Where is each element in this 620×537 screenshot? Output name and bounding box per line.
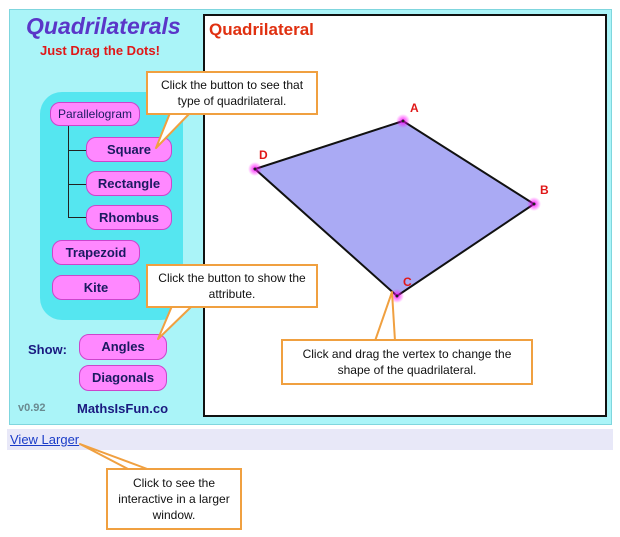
vertex-b-center [532, 202, 536, 206]
app-subtitle: Just Drag the Dots! [40, 43, 160, 58]
trapezoid-button[interactable]: Trapezoid [52, 240, 140, 265]
vertex-b[interactable]: B [527, 183, 549, 211]
rhombus-button[interactable]: Rhombus [86, 205, 172, 230]
callout-larger: Click to see the interactive in a larger… [106, 468, 242, 530]
angles-button[interactable]: Angles [79, 334, 167, 360]
vertex-a[interactable]: A [396, 101, 419, 128]
square-button[interactable]: Square [86, 137, 172, 162]
vertex-b-label: B [540, 183, 549, 197]
vertex-c-center [395, 294, 399, 298]
app-title: Quadrilaterals [26, 13, 181, 39]
brand-label: MathsIsFun.co [77, 401, 169, 416]
rectangle-button[interactable]: Rectangle [86, 171, 172, 196]
parallelogram-button[interactable]: Parallelogram [50, 102, 140, 126]
vertex-d-label: D [259, 148, 268, 162]
callout-attribute: Click the button to show the attribute. [146, 264, 318, 308]
link-bar: View Larger [7, 429, 613, 450]
view-larger-link[interactable]: View Larger [10, 432, 80, 447]
callout-buttons: Click the button to see that type of qua… [146, 71, 318, 115]
show-label: Show: [28, 342, 67, 357]
vertex-a-label: A [410, 101, 419, 115]
vertex-d[interactable]: D [248, 148, 268, 176]
version-label: v0.92 [18, 402, 46, 414]
callout-vertex: Click and drag the vertex to change the … [281, 339, 533, 385]
vertex-d-center [253, 167, 257, 171]
quadrilateral-drawing[interactable]: A B C D [205, 16, 605, 415]
diagonals-button[interactable]: Diagonals [79, 365, 167, 391]
tree-line-square [68, 150, 86, 151]
canvas-title: Quadrilateral [209, 20, 314, 39]
tree-line-rectangle [68, 184, 86, 185]
vertex-a-center [401, 119, 405, 123]
tree-line-vertical [68, 123, 69, 218]
kite-button[interactable]: Kite [52, 275, 140, 300]
vertex-c-label: C [403, 275, 412, 289]
tree-line-rhombus [68, 217, 86, 218]
